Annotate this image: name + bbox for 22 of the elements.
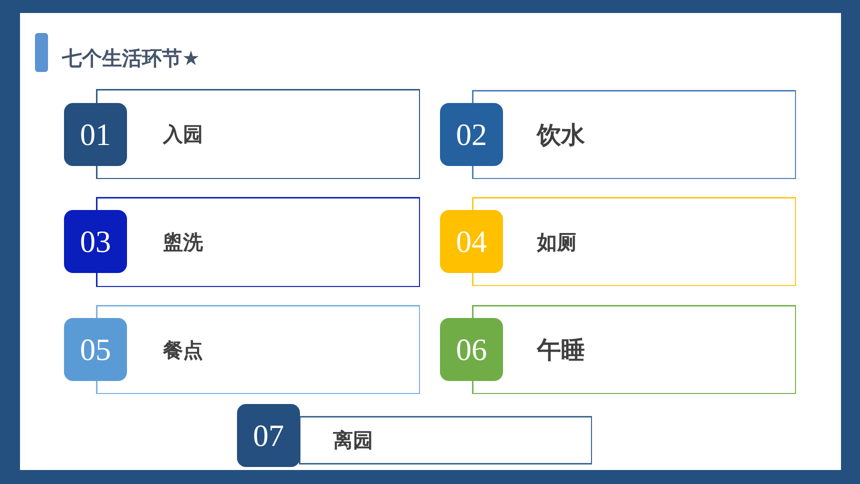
step-label: 离园 — [333, 430, 373, 450]
step-label: 盥洗 — [163, 232, 203, 252]
step-box — [64, 197, 420, 287]
step-label: 午睡 — [537, 338, 585, 362]
number-badge: 07 — [237, 404, 300, 467]
step-box — [440, 90, 796, 179]
number-badge: 06 — [440, 318, 503, 381]
step-label: 入园 — [163, 124, 203, 144]
number-badge: 02 — [440, 103, 503, 166]
step-box — [64, 89, 420, 179]
step-label: 餐点 — [163, 340, 203, 360]
number-badge: 03 — [64, 210, 127, 273]
step-box — [64, 305, 420, 394]
step-label: 如厕 — [537, 232, 577, 252]
slide-title: 七个生活环节★ — [62, 48, 200, 68]
number-badge: 01 — [64, 103, 127, 166]
number-badge: 04 — [440, 210, 503, 273]
step-box — [237, 404, 592, 467]
step-box — [440, 197, 796, 286]
step-box — [440, 305, 796, 394]
step-label: 饮水 — [537, 122, 585, 146]
number-badge: 05 — [64, 318, 127, 381]
